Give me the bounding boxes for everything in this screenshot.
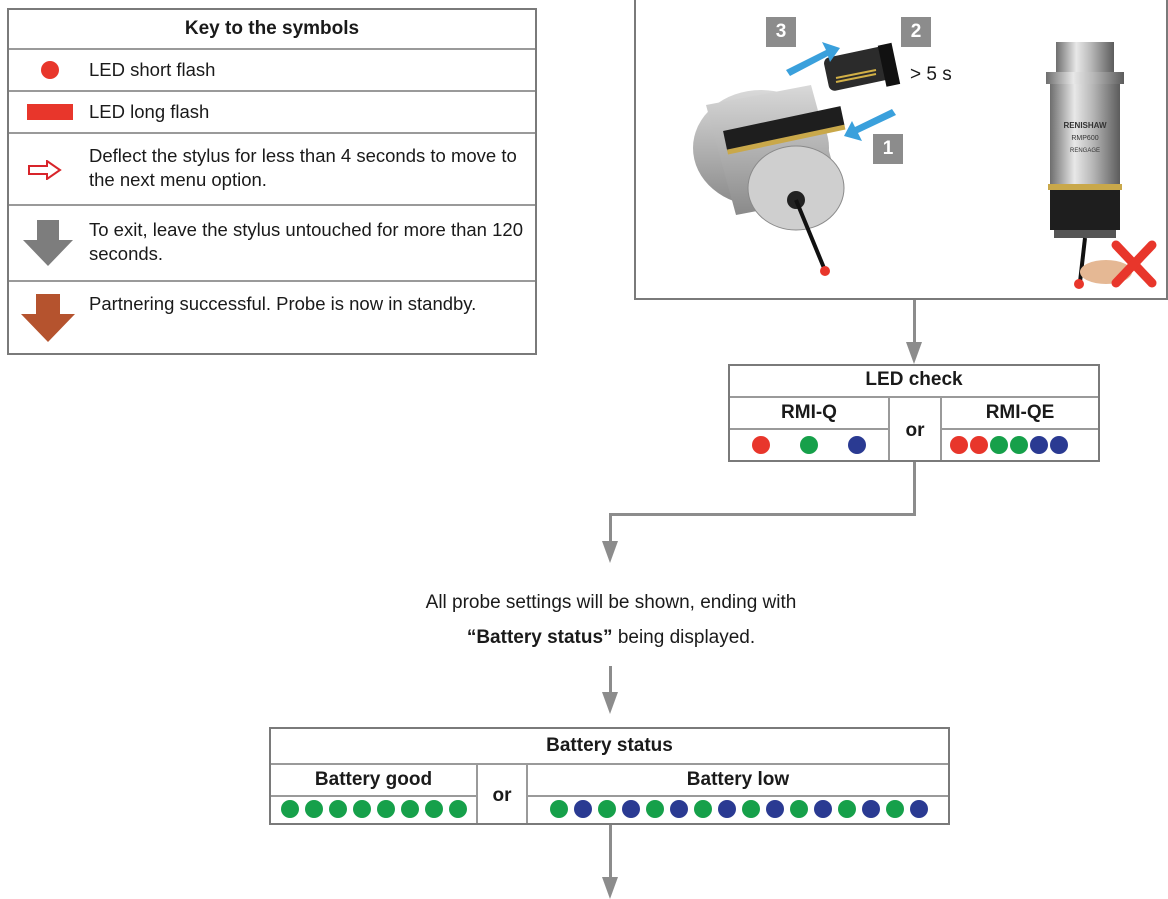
caption-rest-text: being displayed. bbox=[612, 627, 756, 648]
led-green-dot bbox=[329, 800, 347, 818]
connector-line bbox=[609, 513, 612, 543]
timer-text: > 5 s bbox=[910, 64, 952, 85]
key-row-partnering: Partnering successful. Probe is now in s… bbox=[9, 282, 535, 353]
remove-arrow-icon bbox=[844, 109, 896, 141]
divider bbox=[940, 398, 942, 460]
led-green-dot bbox=[990, 436, 1008, 454]
led-green-dot bbox=[646, 800, 664, 818]
led-blue-dot bbox=[814, 800, 832, 818]
led-green-dot bbox=[886, 800, 904, 818]
rmi-qe-label: RMI-QE bbox=[985, 402, 1055, 423]
rmi-q-label: RMI-Q bbox=[781, 402, 837, 423]
key-row-text: LED short flash bbox=[89, 59, 216, 80]
led-check-title: LED check bbox=[865, 369, 963, 390]
connector-line bbox=[609, 825, 612, 879]
led-green-dot bbox=[838, 800, 856, 818]
key-row-text: Deflect the stylus for less than 4 secon… bbox=[89, 145, 517, 190]
led-green-dot bbox=[449, 800, 467, 818]
divider bbox=[528, 795, 948, 797]
divider bbox=[942, 428, 1098, 430]
led-green-dot bbox=[281, 800, 299, 818]
connector-line bbox=[609, 513, 916, 516]
led-blue-dot bbox=[848, 436, 866, 454]
led-green-dot bbox=[550, 800, 568, 818]
brown-down-arrow-icon bbox=[21, 294, 75, 342]
key-row-long-flash: LED long flash bbox=[9, 92, 535, 134]
probe-illustration: RENISHAW RMP600 RENGAGE bbox=[693, 42, 1157, 289]
or-label: or bbox=[492, 785, 512, 806]
key-title: Key to the symbols bbox=[9, 10, 535, 50]
battery-status-title: Battery status bbox=[546, 735, 673, 756]
led-red-dot bbox=[950, 436, 968, 454]
grey-down-arrow-icon bbox=[23, 220, 73, 266]
divider bbox=[271, 763, 948, 765]
divider bbox=[730, 396, 1098, 398]
led-green-dot bbox=[425, 800, 443, 818]
key-row-text: LED long flash bbox=[89, 101, 210, 122]
right-arrow-outline-icon bbox=[28, 160, 62, 180]
led-check-table: LED check RMI-Q RMI-QE or bbox=[728, 364, 1100, 462]
battery-cartridge bbox=[824, 42, 901, 91]
led-red-dot bbox=[752, 436, 770, 454]
divider bbox=[476, 765, 478, 823]
key-row-short-flash: LED short flash bbox=[9, 50, 535, 92]
led-green-dot bbox=[694, 800, 712, 818]
led-blue-dot bbox=[622, 800, 640, 818]
connector-arrowhead bbox=[602, 541, 618, 563]
led-long-flash-icon bbox=[27, 104, 73, 120]
caption-bold-text: “Battery status” bbox=[466, 627, 613, 648]
divider bbox=[730, 428, 888, 430]
probe-photo-panel: 3 2 1 > 5 s bbox=[634, 0, 1168, 300]
probe-model-text: RMP600 bbox=[1071, 135, 1098, 142]
key-row-text: To exit, leave the stylus untouched for … bbox=[89, 219, 523, 264]
led-blue-dot bbox=[1050, 436, 1068, 454]
led-blue-dot bbox=[862, 800, 880, 818]
led-short-flash-icon bbox=[41, 61, 59, 79]
led-red-dot bbox=[970, 436, 988, 454]
led-blue-dot bbox=[718, 800, 736, 818]
led-green-dot bbox=[401, 800, 419, 818]
led-blue-dot bbox=[1030, 436, 1048, 454]
connector-arrowhead bbox=[602, 692, 618, 714]
led-green-dot bbox=[598, 800, 616, 818]
led-green-dot bbox=[742, 800, 760, 818]
symbols-key-table: Key to the symbols LED short flash LED l… bbox=[7, 8, 537, 355]
key-row-exit: To exit, leave the stylus untouched for … bbox=[9, 206, 535, 282]
probe-body-right: RENISHAW RMP600 RENGAGE bbox=[1046, 42, 1132, 289]
divider bbox=[271, 795, 476, 797]
led-green-dot bbox=[790, 800, 808, 818]
probe-body-left bbox=[693, 85, 846, 276]
battery-status-table: Battery status Battery good Battery low … bbox=[269, 727, 950, 825]
connector-line bbox=[913, 462, 916, 516]
led-green-dot bbox=[800, 436, 818, 454]
battery-low-label: Battery low bbox=[686, 769, 790, 790]
led-green-dot bbox=[305, 800, 323, 818]
step-1-badge: 1 bbox=[873, 134, 903, 164]
insert-arrow-icon bbox=[786, 42, 840, 76]
connector-arrowhead bbox=[906, 342, 922, 364]
caption-line-2: “Battery status” being displayed. bbox=[311, 627, 911, 649]
battery-good-label: Battery good bbox=[314, 769, 433, 790]
probe-subbrand-text: RENGAGE bbox=[1070, 148, 1100, 154]
key-row-text: Partnering successful. Probe is now in s… bbox=[89, 293, 477, 314]
led-blue-dot bbox=[670, 800, 688, 818]
divider bbox=[526, 765, 528, 823]
led-blue-dot bbox=[766, 800, 784, 818]
caption-line-1: All probe settings will be shown, ending… bbox=[425, 592, 797, 613]
red-cross-icon bbox=[1111, 240, 1157, 288]
key-row-deflect: Deflect the stylus for less than 4 secon… bbox=[9, 134, 535, 206]
connector-arrowhead bbox=[602, 877, 618, 899]
connector-line bbox=[609, 666, 612, 694]
divider bbox=[888, 398, 890, 460]
connector-line bbox=[913, 300, 916, 344]
led-green-dot bbox=[1010, 436, 1028, 454]
probe-brand-text: RENISHAW bbox=[1063, 121, 1107, 130]
led-green-dot bbox=[377, 800, 395, 818]
led-blue-dot bbox=[910, 800, 928, 818]
led-green-dot bbox=[353, 800, 371, 818]
led-blue-dot bbox=[574, 800, 592, 818]
or-label: or bbox=[905, 420, 925, 441]
step-3-badge: 3 bbox=[766, 17, 796, 47]
step-2-badge: 2 bbox=[901, 17, 931, 47]
